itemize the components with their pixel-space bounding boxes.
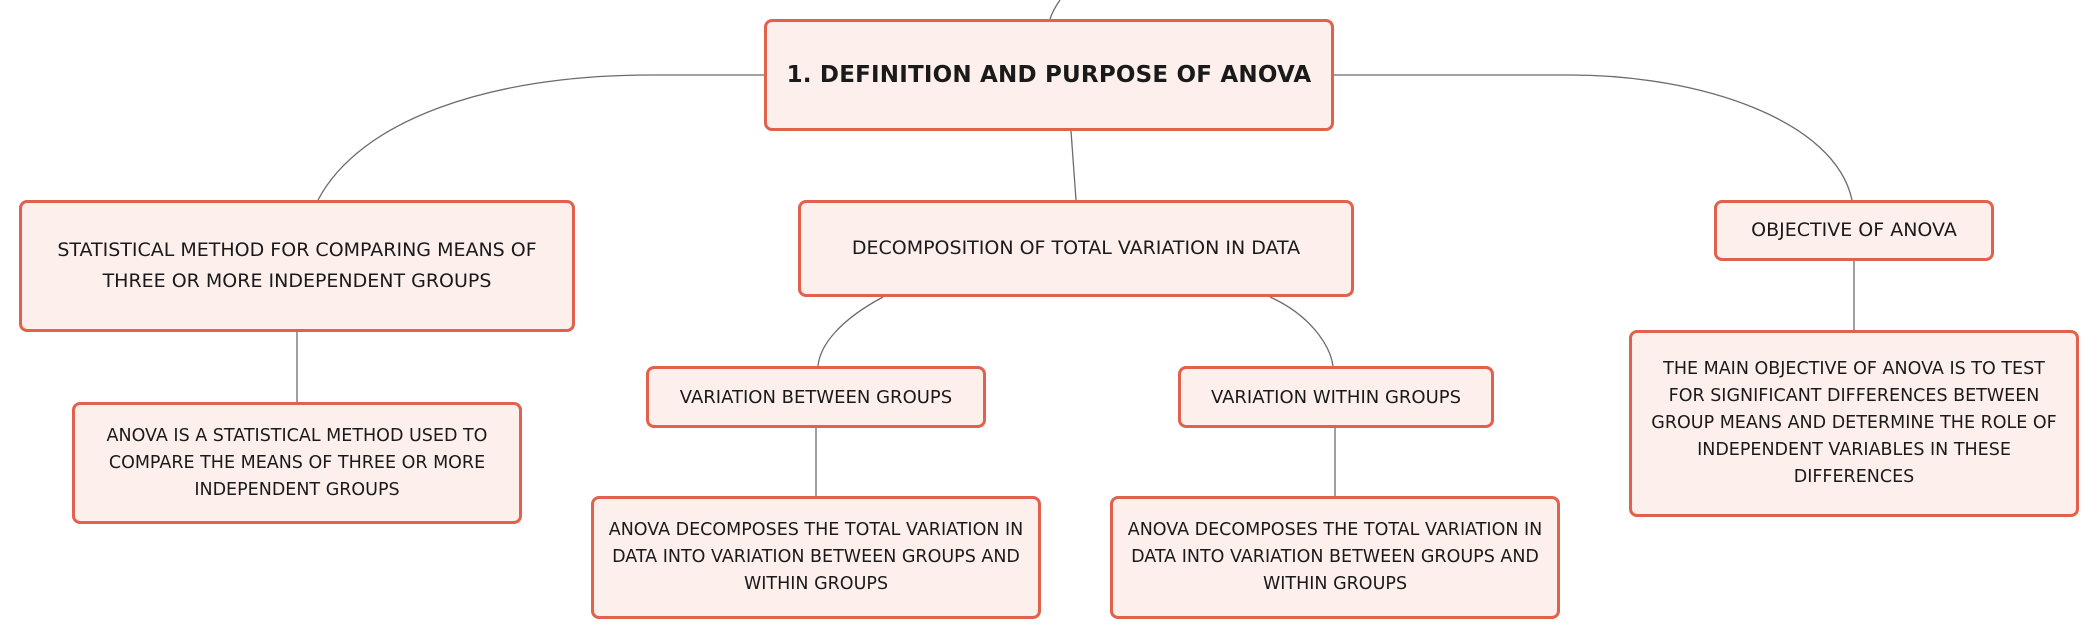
node-objective-detail-label: THE MAIN OBJECTIVE OF ANOVA IS TO TEST F…: [1651, 359, 2057, 487]
node-statistical-method-detail-label: ANOVA IS A STATISTICAL METHOD USED TO CO…: [106, 425, 488, 500]
node-variation-between-detail-label: ANOVA DECOMPOSES THE TOTAL VARIATION IN …: [608, 520, 1024, 594]
node-decomposition[interactable]: DECOMPOSITION OF TOTAL VARIATION IN DATA: [798, 200, 1354, 297]
node-variation-within-detail-label: ANOVA DECOMPOSES THE TOTAL VARIATION IN …: [1127, 520, 1543, 594]
root-node-definition-and-purpose[interactable]: 1. DEFINITION AND PURPOSE OF ANOVA: [764, 19, 1334, 131]
node-variation-within[interactable]: VARIATION WITHIN GROUPS: [1178, 366, 1494, 428]
connector-decomposition-to-within: [1269, 296, 1334, 367]
node-statistical-method-label: STATISTICAL METHOD FOR COMPARING MEANS O…: [57, 239, 537, 292]
node-decomposition-label: DECOMPOSITION OF TOTAL VARIATION IN DATA: [851, 237, 1301, 259]
node-objective-label: OBJECTIVE OF ANOVA: [1751, 219, 1957, 241]
node-variation-between-detail[interactable]: ANOVA DECOMPOSES THE TOTAL VARIATION IN …: [591, 496, 1041, 619]
connector-decomposition-to-between: [817, 296, 884, 367]
node-objective-detail[interactable]: THE MAIN OBJECTIVE OF ANOVA IS TO TEST F…: [1629, 330, 2079, 517]
connector-parent-to-root: [1049, 0, 1061, 20]
connector-root-to-decomposition: [1070, 130, 1077, 201]
node-variation-within-detail[interactable]: ANOVA DECOMPOSES THE TOTAL VARIATION IN …: [1110, 496, 1560, 619]
node-variation-within-label: VARIATION WITHIN GROUPS: [1210, 386, 1462, 408]
node-statistical-method[interactable]: STATISTICAL METHOD FOR COMPARING MEANS O…: [19, 200, 575, 332]
connector-root-to-objective: [1334, 74, 1853, 201]
node-variation-between-label: VARIATION BETWEEN GROUPS: [679, 386, 953, 408]
node-variation-between[interactable]: VARIATION BETWEEN GROUPS: [646, 366, 986, 428]
node-statistical-method-detail[interactable]: ANOVA IS A STATISTICAL METHOD USED TO CO…: [72, 402, 522, 524]
connector-root-to-statistical-method: [317, 74, 764, 201]
node-objective[interactable]: OBJECTIVE OF ANOVA: [1714, 200, 1994, 261]
root-node-label: 1. DEFINITION AND PURPOSE OF ANOVA: [786, 62, 1312, 88]
